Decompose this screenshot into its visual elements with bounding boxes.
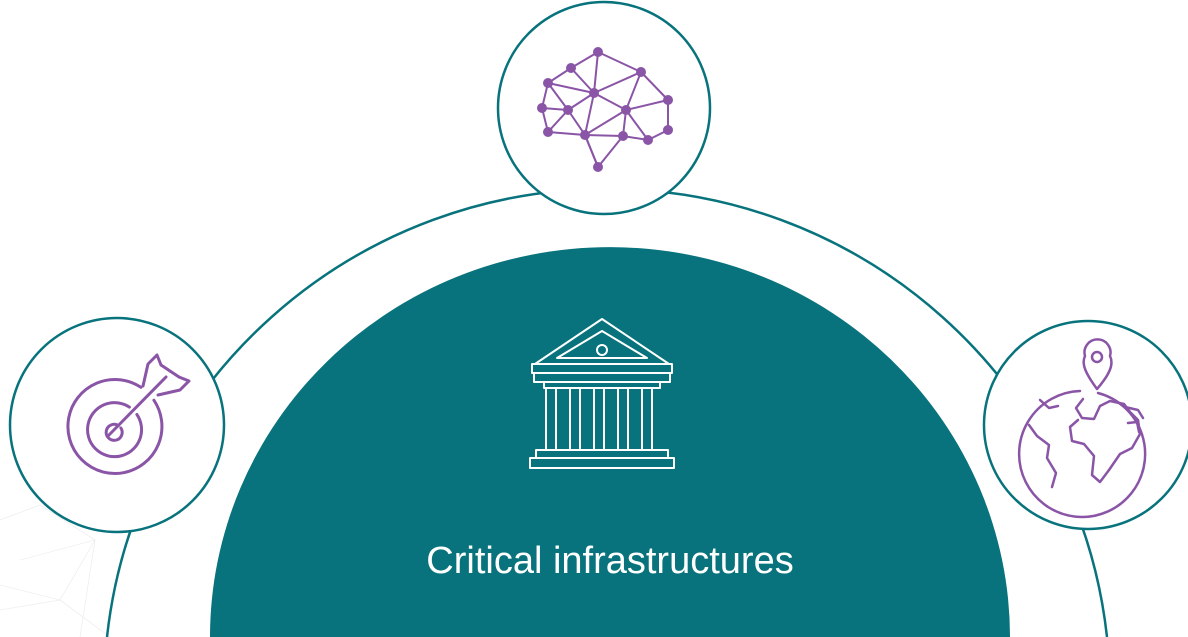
government-building-icon xyxy=(529,318,675,469)
center-half-circle xyxy=(210,247,1010,637)
top-satellite-circle xyxy=(496,0,712,216)
neural-network-brain-icon xyxy=(537,47,673,172)
target-arrow-icon xyxy=(66,353,191,475)
background-texture xyxy=(0,504,111,637)
globe-location-pin-icon xyxy=(1017,338,1147,519)
right-satellite-circle xyxy=(982,319,1188,531)
center-title: Critical infrastructures xyxy=(426,540,794,582)
